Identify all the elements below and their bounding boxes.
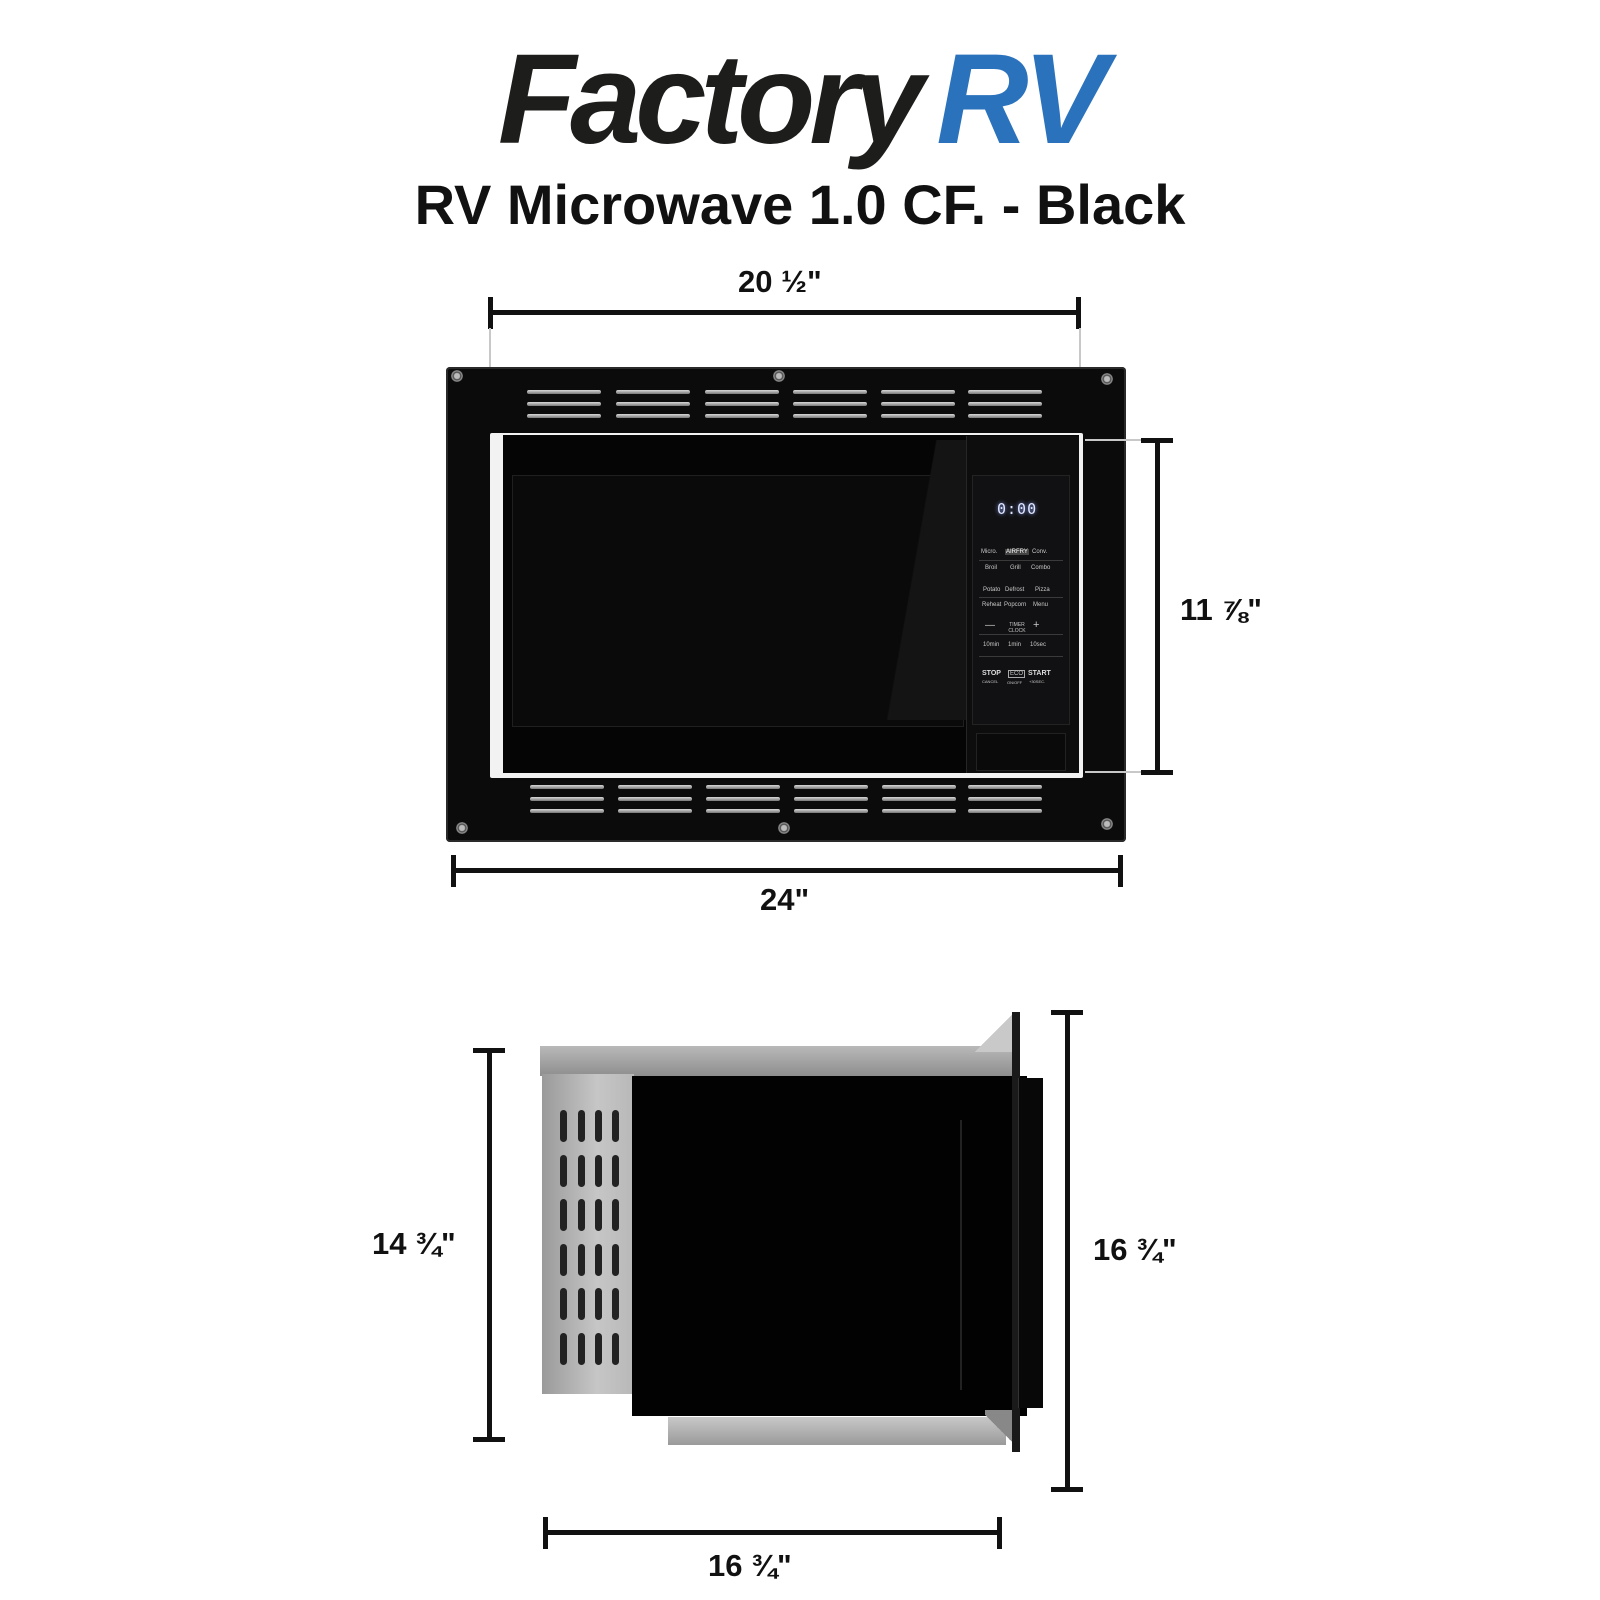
dimension-cap (488, 297, 493, 329)
panel-divider (979, 597, 1063, 598)
screw-icon (1101, 373, 1113, 385)
button-10sec[interactable]: 10sec (1030, 642, 1047, 648)
button-start[interactable]: START (1028, 670, 1051, 677)
product-title: RV Microwave 1.0 CF. - Black (414, 173, 1186, 236)
button-minus[interactable]: — (985, 620, 995, 631)
dimension-line-total-height (1065, 1012, 1070, 1490)
screw-icon (773, 370, 785, 382)
panel-divider (979, 656, 1063, 657)
button-defrost[interactable]: Defrost (1005, 587, 1025, 593)
dimension-depth: 16 ¾" (708, 1548, 792, 1583)
dimension-line-microwave-height (1155, 440, 1160, 773)
side-top-panel (540, 1046, 1012, 1076)
screw-icon (1101, 818, 1113, 830)
dimension-cap (473, 1437, 505, 1442)
button-stop-sub: CANCEL (982, 679, 999, 684)
button-timer-clock[interactable]: TIMER CLOCK (1008, 622, 1026, 634)
dimension-cap (543, 1517, 548, 1549)
screw-icon (456, 822, 468, 834)
panel-divider (979, 634, 1063, 635)
button-reheat[interactable]: Reheat (982, 602, 1002, 608)
logo-factory-text: Factory (497, 28, 924, 171)
button-stop[interactable]: STOP (982, 670, 1001, 677)
button-conv[interactable]: Conv. (1032, 549, 1048, 555)
button-airfry[interactable]: AIRFRY (1005, 549, 1029, 555)
dimension-trim-width: 24" (760, 882, 810, 917)
guide-line (1085, 771, 1147, 773)
dimension-total-height: 16 ¾" (1093, 1232, 1177, 1267)
dimension-cap (1141, 438, 1173, 443)
dimension-body-height: 14 ¾" (372, 1226, 456, 1261)
dimension-cap (1051, 1487, 1083, 1492)
side-rear-housing (542, 1074, 634, 1394)
dimension-cap (1118, 855, 1123, 887)
screw-icon (451, 370, 463, 382)
button-pizza[interactable]: Pizza (1035, 587, 1050, 593)
dimension-line-body-height (487, 1050, 492, 1440)
trim-flange (1012, 1012, 1020, 1452)
button-10min[interactable]: 10min (983, 642, 1000, 648)
button-plus[interactable]: + (1033, 619, 1040, 631)
dimension-cap (451, 855, 456, 887)
door-release-button[interactable] (976, 733, 1066, 771)
button-micro[interactable]: Micro. (981, 549, 998, 555)
dimension-line-microwave-width (490, 310, 1080, 315)
button-popcorn[interactable]: Popcorn (1004, 602, 1027, 608)
logo-rv-text: RV (936, 28, 1108, 171)
button-1min[interactable]: 1min (1008, 642, 1022, 648)
guide-line (1085, 439, 1147, 441)
dimension-cap (1051, 1010, 1083, 1015)
button-eco-sub: ON/OFF (1007, 680, 1023, 685)
side-bottom-panel (668, 1417, 1006, 1445)
clock-display: 0:00 (997, 500, 1038, 518)
button-menu[interactable]: Menu (1033, 602, 1049, 608)
dimension-microwave-height: 11 ⅞" (1180, 592, 1262, 627)
button-combo[interactable]: Combo (1031, 565, 1051, 571)
dimension-microwave-width: 20 ½" (738, 264, 822, 299)
control-panel-touch-area (972, 475, 1070, 725)
door-glare (880, 440, 970, 720)
dimension-line-trim-width (453, 868, 1121, 873)
trim-flange-top (975, 1012, 1015, 1052)
button-broil[interactable]: Broil (985, 565, 998, 571)
button-grill[interactable]: Grill (1010, 565, 1021, 571)
panel-divider (979, 560, 1063, 561)
dimension-cap (473, 1048, 505, 1053)
dimension-cap (1141, 770, 1173, 775)
trim-flange-bottom (985, 1410, 1015, 1450)
door-edge (960, 1120, 1022, 1390)
button-eco[interactable]: ECO (1008, 670, 1026, 678)
button-potato[interactable]: Potato (983, 587, 1001, 593)
screw-icon (778, 822, 790, 834)
dimension-cap (1076, 297, 1081, 329)
button-start-sub: +30SEC. (1029, 679, 1046, 684)
dimension-line-depth (545, 1530, 1000, 1535)
dimension-cap (997, 1517, 1002, 1549)
side-door-profile (1018, 1078, 1043, 1408)
